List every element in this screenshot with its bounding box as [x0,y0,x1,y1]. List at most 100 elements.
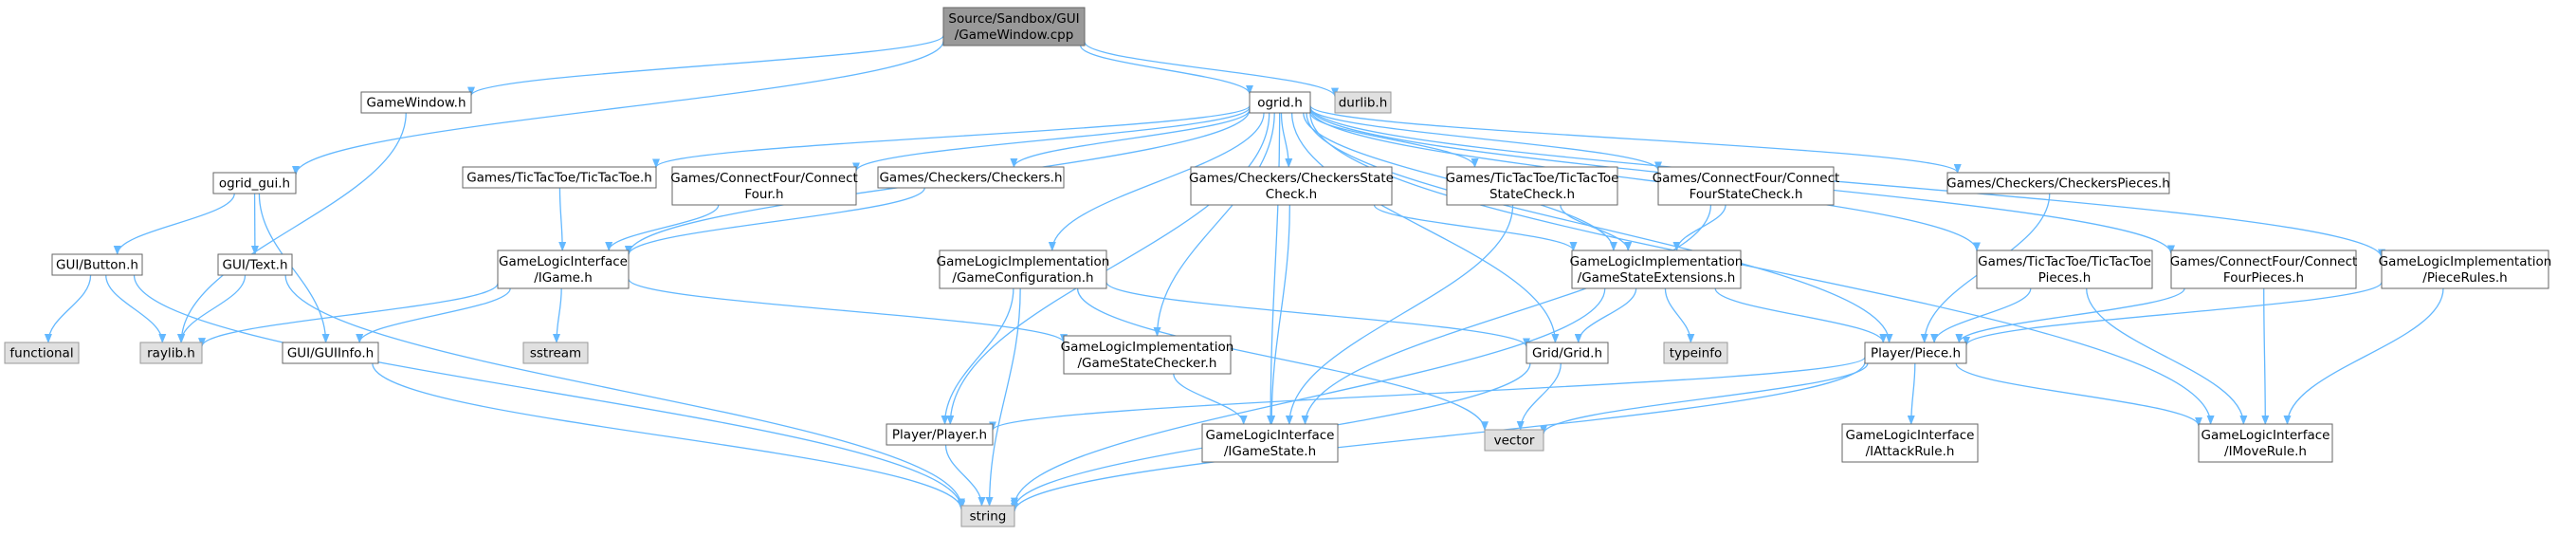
node-connectfourstatecheck-h[interactable]: Games/ConnectFour/ConnectFourStateCheck.… [1653,166,1840,206]
edge-checkers_h-to-igame_h [625,187,925,256]
node-gui-guiinfo-h[interactable]: GUI/GUIInfo.h [282,342,379,364]
node-checkerspieces-h[interactable]: Games/Checkers/CheckersPieces.h [1946,172,2170,194]
node-label: /GameConfiguration.h [952,270,1093,286]
node-box [1526,342,1609,364]
node-typeinfo: typeinfo [1663,342,1728,364]
node-label: FourStateCheck.h [1690,187,1803,202]
edge-ogrid_h-to-player_h [946,112,1270,425]
edge-connectfourstatecheck_h-to-igamestate_h [1301,204,1712,425]
edge-gamestateextensions_h-to-string [1011,287,1606,508]
node-label: Player/Player.h [892,428,987,443]
node-label: sstream [530,346,581,361]
edge-ogrid_h-to-connectfour_h [852,106,1251,173]
node-gameconfiguration-h[interactable]: GameLogicImplementation/GameConfiguratio… [937,250,1110,289]
node-root[interactable]: Source/Sandbox/GUI/GameWindow.cpp [942,7,1086,46]
node-label: /PieceRules.h [2422,270,2507,286]
node-box [1841,423,1979,463]
node-box [1190,166,1393,206]
node-box [939,250,1107,289]
node-durlib-h: durlib.h [1334,91,1392,114]
node-box [1201,423,1339,463]
edge-igame_h-to-sstream [553,287,562,343]
edge-ogrid_h-to-tictactoestatecheck_h [1309,112,1479,168]
node-box [217,253,293,276]
node-box [212,172,297,194]
node-gui-button-h[interactable]: GUI/Button.h [51,253,143,276]
node-ogrid-h[interactable]: ogrid.h [1249,91,1311,114]
edge-ogrid_h-to-piece_h [1306,112,1893,343]
edge-tictactoestatecheck_h-to-gamestateextensions_h [1560,204,1633,251]
node-label: ogrid.h [1257,96,1303,111]
edge-tictactoepieces_h-to-piece_h [1930,287,2032,343]
node-box [2198,423,2333,463]
node-label: Games/ConnectFour/Connect [670,171,858,186]
node-string: string [960,505,1015,527]
edge-tictactoepieces_h-to-imoverule_h [2086,287,2248,425]
node-label: FourPieces.h [2223,270,2304,286]
node-gamestateextensions-h[interactable]: GameLogicImplementation/GameStateExtensi… [1570,250,1744,289]
node-label: GameLogicInterface [1206,428,1335,443]
node-piece-h[interactable]: Player/Piece.h [1864,342,1967,364]
node-iattackrule-h[interactable]: GameLogicInterface/IAttackRule.h [1841,423,1979,463]
node-grid-h[interactable]: Grid/Grid.h [1526,342,1609,364]
edge-gamestateextensions_h-to-typeinfo [1664,287,1695,343]
node-imoverule-h[interactable]: GameLogicInterface/IMoveRule.h [2198,423,2333,463]
node-label: Pieces.h [2038,270,2092,286]
node-gui-text-h[interactable]: GUI/Text.h [217,253,293,276]
edge-gui_text_h-to-string [284,274,965,508]
node-label: Source/Sandbox/GUI [948,11,1079,27]
node-vector: vector [1484,429,1544,452]
node-gamewindow-h[interactable]: GameWindow.h [360,91,472,114]
edge-piece_h-to-player_h [989,356,1866,432]
edge-ogrid_h-to-checkers_h [1010,109,1251,168]
node-piecerules-h[interactable]: GameLogicImplementation/PieceRules.h [2379,250,2552,289]
node-label: GameLogicInterface [2201,428,2330,443]
node-connectfour-h[interactable]: Games/ConnectFour/ConnectFour.h [670,166,858,206]
node-label: /IGameState.h [1224,444,1316,459]
edge-checkersstatecheck_h-to-igamestate_h [1268,204,1290,425]
node-box [1249,91,1311,114]
edge-ogrid_h-to-gamestatechecker_h [1153,112,1275,337]
node-box [522,342,589,364]
edge-piece_h-to-iattackrule_h [1907,362,1916,425]
node-label: typeinfo [1670,346,1722,361]
node-checkers-h[interactable]: Games/Checkers/Checkers.h [877,166,1065,189]
node-box [886,423,994,446]
node-ogrid-gui-h[interactable]: ogrid_gui.h [212,172,297,194]
edge-ogrid_h-to-connectfourstatecheck_h [1309,107,1662,172]
edge-gui_guiinfo_h-to-string [372,362,965,511]
edge-checkersstatecheck_h-to-gamestateextensions_h [1373,204,1578,251]
node-box [1657,166,1835,206]
edge-tictactoestatecheck_h-to-igamestate_h [1285,204,1514,425]
node-box [497,250,630,289]
node-gamestatechecker-h[interactable]: GameLogicImplementation/GameStateChecker… [1061,335,1234,375]
node-box [139,342,203,364]
edge-igame_h-to-gui_guiinfo_h [356,287,511,343]
node-sstream: sstream [522,342,589,364]
edge-igame_h-to-raylib_h [198,283,499,348]
node-box [1484,429,1544,452]
node-label: Grid/Grid.h [1532,346,1602,361]
edge-root-to-ogrid_gui_h [292,41,944,176]
node-tictactoe-h[interactable]: Games/TicTacToe/TicTacToe.h [462,166,657,189]
edge-gameconfiguration_h-to-grid_h [1105,282,1530,348]
node-label: /IMoveRule.h [2224,444,2307,459]
node-label: /IGame.h [534,270,593,286]
node-label: Four.h [744,187,783,202]
edge-root-to-durlib_h [1084,41,1339,98]
node-label: Games/Checkers/CheckersPieces.h [1946,176,2170,192]
edge-gameconfiguration_h-to-string [985,287,1021,507]
edge-connectfourpieces_h-to-imoverule_h [2261,287,2270,425]
node-box [960,505,1015,527]
node-box [2170,250,2357,289]
node-label: StateCheck.h [1489,187,1575,202]
node-player-h[interactable]: Player/Player.h [886,423,994,446]
node-box [282,342,379,364]
node-igamestate-h[interactable]: GameLogicInterface/IGameState.h [1201,423,1339,463]
node-igame-h[interactable]: GameLogicInterface/IGame.h [497,250,630,289]
node-box [1946,172,2170,194]
